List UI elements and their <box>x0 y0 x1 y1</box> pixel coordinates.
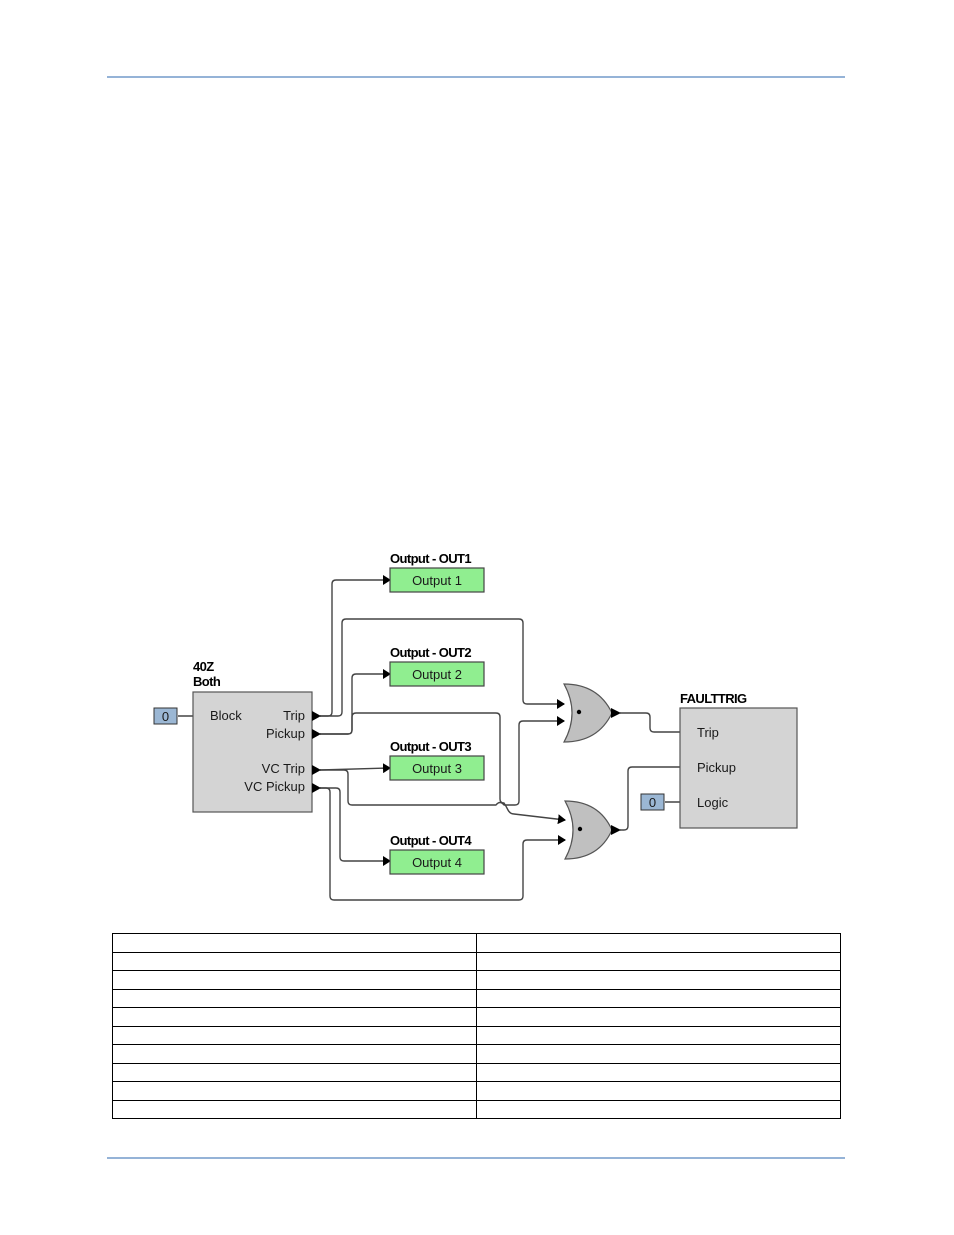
port-vctrip-icon <box>312 765 321 775</box>
wire-trip-to-or1 <box>320 618 565 717</box>
block-40z-input-block: Block <box>210 708 242 723</box>
output-block-3[interactable]: Output - OUT3 Output 3 <box>389 739 485 781</box>
or-gate-2[interactable] <box>563 800 621 860</box>
wire-vctrip-to-or1 <box>320 716 565 806</box>
block-40z-output-vctrip: VC Trip <box>262 761 305 776</box>
faulttrig-input-pickup: Pickup <box>697 760 736 775</box>
output-1-title: Output - OUT1 <box>390 551 471 566</box>
port-pickup-icon <box>312 729 321 739</box>
table-cell <box>476 1099 841 1119</box>
settings-table <box>112 933 841 1119</box>
block-40z[interactable]: 40Z Both Block Trip Pickup VC Trip VC Pi… <box>192 659 321 813</box>
table-cell <box>112 933 477 953</box>
table-row <box>112 1081 841 1101</box>
faulttrig-body <box>679 707 798 829</box>
table-row <box>112 1025 841 1045</box>
block-40z-title: 40Z <box>193 659 214 674</box>
table-row <box>112 1007 841 1027</box>
table-cell <box>476 970 841 990</box>
table-cell <box>476 951 841 971</box>
port-trip-icon <box>312 711 321 721</box>
table-cell <box>476 1081 841 1101</box>
output-3-title: Output - OUT3 <box>390 739 471 754</box>
output-2-title: Output - OUT2 <box>390 645 471 660</box>
table-row <box>112 970 841 990</box>
wire-pickup-to-output2 <box>320 669 391 735</box>
table-cell <box>112 1044 477 1064</box>
table-row <box>112 1062 841 1082</box>
block-40z-output-trip: Trip <box>283 708 305 723</box>
faulttrig-input-logic: Logic <box>697 795 729 810</box>
const-logic-input[interactable]: 0 <box>640 793 665 811</box>
block-40z-subtitle: Both <box>193 674 221 689</box>
wire-vcpickup-to-output4 <box>320 787 391 866</box>
table-cell <box>112 1099 477 1119</box>
table-cell <box>112 1007 477 1027</box>
const-logic-value: 0 <box>649 795 656 810</box>
table-cell <box>112 951 477 971</box>
output-4-title: Output - OUT4 <box>390 833 472 848</box>
table-cell <box>112 1025 477 1045</box>
output-2-label: Output 2 <box>412 667 462 682</box>
block-40z-output-vcpickup: VC Pickup <box>244 779 305 794</box>
table-row <box>112 933 841 953</box>
block-40z-body <box>192 691 313 813</box>
table-cell <box>476 1062 841 1082</box>
or-gate-1-icon <box>562 683 613 743</box>
const-block-input[interactable]: 0 <box>153 707 178 725</box>
table-row <box>112 1044 841 1064</box>
output-3-label: Output 3 <box>412 761 462 776</box>
wire-vcpickup-to-or2 <box>320 787 566 901</box>
faulttrig-title: FAULTTRIG <box>680 691 747 706</box>
block-40z-output-pickup: Pickup <box>266 726 305 741</box>
port-vcpickup-icon <box>312 783 321 793</box>
table-cell <box>112 970 477 990</box>
table-row <box>112 988 841 1008</box>
table-row <box>112 951 841 971</box>
or-gate-2-icon <box>563 800 613 860</box>
wire-or2-to-faulttrig-pickup <box>620 762 689 831</box>
wire-or1-to-faulttrig-trip <box>620 712 689 737</box>
footer-rule <box>107 1157 845 1159</box>
block-faulttrig[interactable]: FAULTTRIG Trip Pickup Logic <box>679 691 798 829</box>
output-4-label: Output 4 <box>412 855 462 870</box>
wire-pickup-to-or2 <box>320 712 566 825</box>
output-block-1[interactable]: Output - OUT1 Output 1 <box>389 551 485 593</box>
const-block-value: 0 <box>162 709 169 724</box>
header-rule <box>107 76 845 78</box>
table-cell <box>112 1062 477 1082</box>
table-cell <box>112 988 477 1008</box>
table-cell <box>476 988 841 1008</box>
table-cell <box>476 1044 841 1064</box>
or-gate-1[interactable] <box>562 683 621 743</box>
table-cell <box>112 1081 477 1101</box>
table-cell <box>476 1025 841 1045</box>
table-row <box>112 1099 841 1119</box>
wire-trip-to-output1 <box>320 575 391 717</box>
faulttrig-input-trip: Trip <box>697 725 719 740</box>
output-1-label: Output 1 <box>412 573 462 588</box>
table-cell <box>476 933 841 953</box>
table-cell <box>476 1007 841 1027</box>
output-block-2[interactable]: Output - OUT2 Output 2 <box>389 645 485 687</box>
output-block-4[interactable]: Output - OUT4 Output 4 <box>389 833 485 875</box>
